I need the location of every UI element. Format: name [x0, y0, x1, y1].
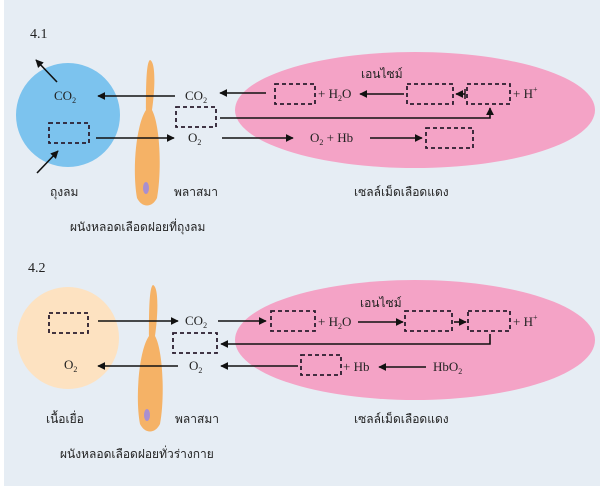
tissue-region: [17, 287, 119, 389]
o2-hb-term: O2 + Hb: [310, 130, 353, 147]
plasma-o2: O2: [188, 130, 201, 147]
section-label: 4.1: [30, 27, 48, 42]
hplus-term: + H+: [513, 313, 538, 329]
inhale-arrow: [36, 150, 59, 174]
blank-box-rbc-2[interactable]: [406, 83, 454, 105]
section-caption: ผนังหลอดเลือดฝอยที่ถุงลม: [70, 218, 205, 235]
blank-box-rbc-1[interactable]: [274, 83, 316, 105]
rbc-label: เซลล์เม็ดเลือดแดง: [354, 411, 449, 426]
hb-term: + Hb: [343, 359, 369, 374]
red-blood-cell: [235, 280, 595, 400]
plasma-o2: O2: [189, 358, 202, 375]
blank-box-plasma[interactable]: [175, 106, 217, 128]
nucleus: [144, 409, 150, 421]
section-caption: ผนังหลอดเลือดฝอยทั่วร่างกาย: [60, 445, 214, 461]
blank-box-alveolus-o2[interactable]: [48, 122, 90, 144]
blank-box-rbc-1[interactable]: [270, 310, 316, 332]
rbc-label: เซลล์เม็ดเลือดแดง: [354, 184, 449, 199]
capillary-wall-cell: [137, 285, 163, 432]
blank-box-rbc-2[interactable]: [404, 310, 453, 332]
plasma-co2: CO2: [185, 313, 207, 330]
alveolus-co2: CO2: [54, 88, 76, 105]
section-4-1: 4.1 CO2 CO2 O2 + H2O เอนไซม์: [16, 27, 595, 235]
h2o-term: + H2O: [318, 86, 351, 103]
blank-box-rbc-3[interactable]: [467, 310, 511, 332]
red-blood-cell: [235, 52, 595, 168]
section-label: 4.2: [28, 261, 46, 276]
hplus-term: + H+: [513, 85, 538, 101]
blank-box-plasma[interactable]: [172, 332, 218, 354]
section-4-2: 4.2 CO2 O2 O2 + H2O เอนไซม์ + H+: [17, 261, 595, 461]
alveolus-region: [16, 63, 120, 167]
plasma-co2: CO2: [185, 88, 207, 105]
enzyme-label: เอนไซม์: [361, 67, 403, 81]
h2o-term: + H2O: [318, 314, 351, 331]
arrow-rbc-to-plasma: [220, 334, 491, 348]
tissue-o2: O2: [64, 357, 77, 374]
arrow-plasma-to-rbc: [220, 107, 494, 119]
blank-box-rbc-4[interactable]: [425, 127, 474, 149]
tissue-label: เนื้อเยื่อ: [46, 410, 84, 426]
hbo2-term: HbO2: [433, 359, 462, 376]
enzyme-label: เอนไซม์: [360, 296, 402, 310]
blank-box-rbc-3[interactable]: [466, 83, 511, 105]
plasma-label: พลาสมา: [175, 412, 219, 426]
nucleus: [143, 182, 149, 194]
plasma-label: พลาสมา: [174, 185, 218, 199]
alveolus-label: ถุงลม: [50, 185, 78, 200]
blank-box-rbc-4[interactable]: [300, 354, 342, 376]
blank-box-tissue-co2[interactable]: [48, 312, 89, 334]
exhale-arrow: [35, 59, 58, 83]
capillary-wall-cell: [134, 60, 160, 206]
